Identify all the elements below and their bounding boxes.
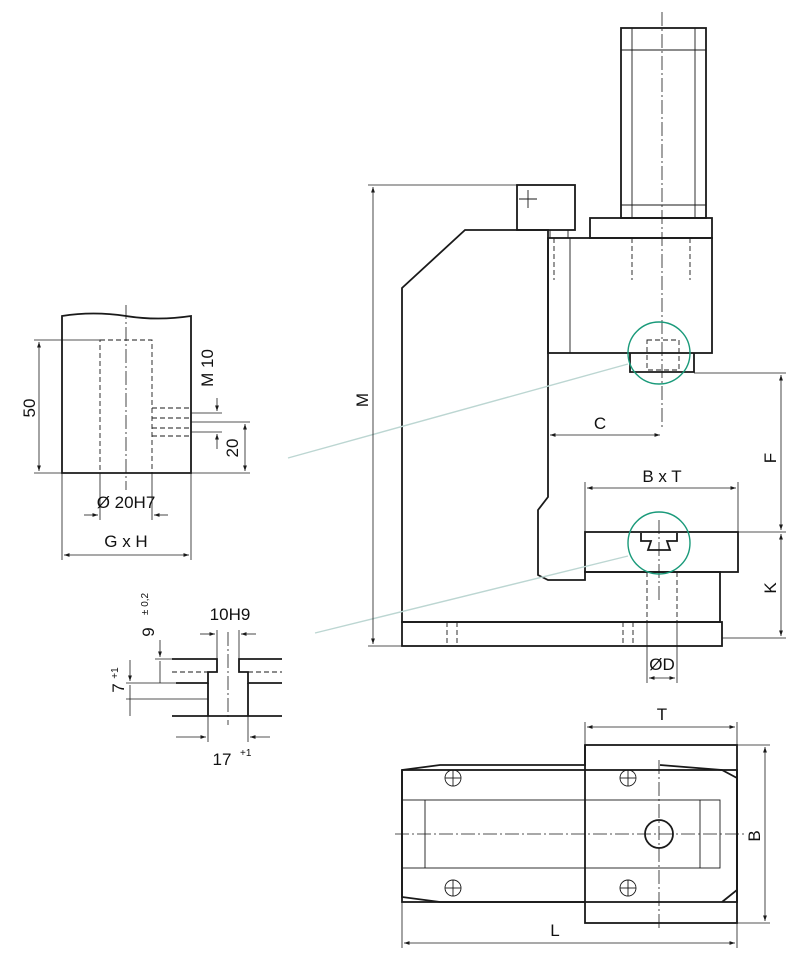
leader-to-slot-detail [314,555,629,634]
mounting-hole-2 [619,769,637,787]
dim-M: M [353,184,517,647]
label-bore-depth: 50 [20,399,39,418]
dim-C: C [550,414,660,437]
label-slot-depth-tol: ± 0,2 [140,592,151,615]
dim-BxT: B x T [584,467,739,532]
label-head-height: 7 [109,683,128,692]
label-slot-depth: 9 [139,627,158,636]
c-frame [401,229,721,623]
label-BxT: B x T [642,467,681,486]
press-top-view: T B L [395,705,770,948]
label-bore-diameter: Ø 20H7 [97,493,156,512]
leader-to-bore-detail [287,363,629,459]
dim-F-K: F K [694,372,786,639]
label-M: M [353,393,372,407]
label-thread-depth: 20 [223,439,242,458]
label-C: C [594,414,606,433]
label-L: L [550,921,559,940]
label-F: F [761,453,780,463]
label-head-width-tol: +1 [240,748,252,759]
dim-B: B [737,744,770,924]
press-head [547,237,713,373]
mounting-hole-1 [444,769,462,787]
ram-bore [644,819,674,849]
detail-ram-bore: 50 M 10 20 Ø 20H7 G x H [20,305,250,560]
label-K: K [761,582,780,594]
label-shank: G x H [104,532,147,551]
label-slot-width: 10H9 [210,605,251,624]
cylinder-flange [589,217,713,239]
mounting-hole-3 [444,879,462,897]
label-head-height-tol: +1 [110,667,121,679]
highlight-slot-circle [627,511,691,575]
press-front-view: M C F K B x T ØD [287,12,786,683]
mounting-hole-4 [619,879,637,897]
highlight-ram-circle [627,321,691,385]
label-T: T [657,705,667,724]
dim-T: T [584,705,738,745]
base-plate [401,621,723,647]
label-B: B [745,830,764,841]
top-base-plate [401,745,738,903]
label-thread: M 10 [198,349,217,387]
detail-t-slot: 10H9 9 ± 0,2 7 +1 17 +1 [109,592,282,769]
label-OD: ØD [649,655,675,674]
label-head-width: 17 [213,750,232,769]
work-table [584,520,739,622]
dim-OD: ØD [646,622,678,683]
dim-L: L [401,902,738,948]
